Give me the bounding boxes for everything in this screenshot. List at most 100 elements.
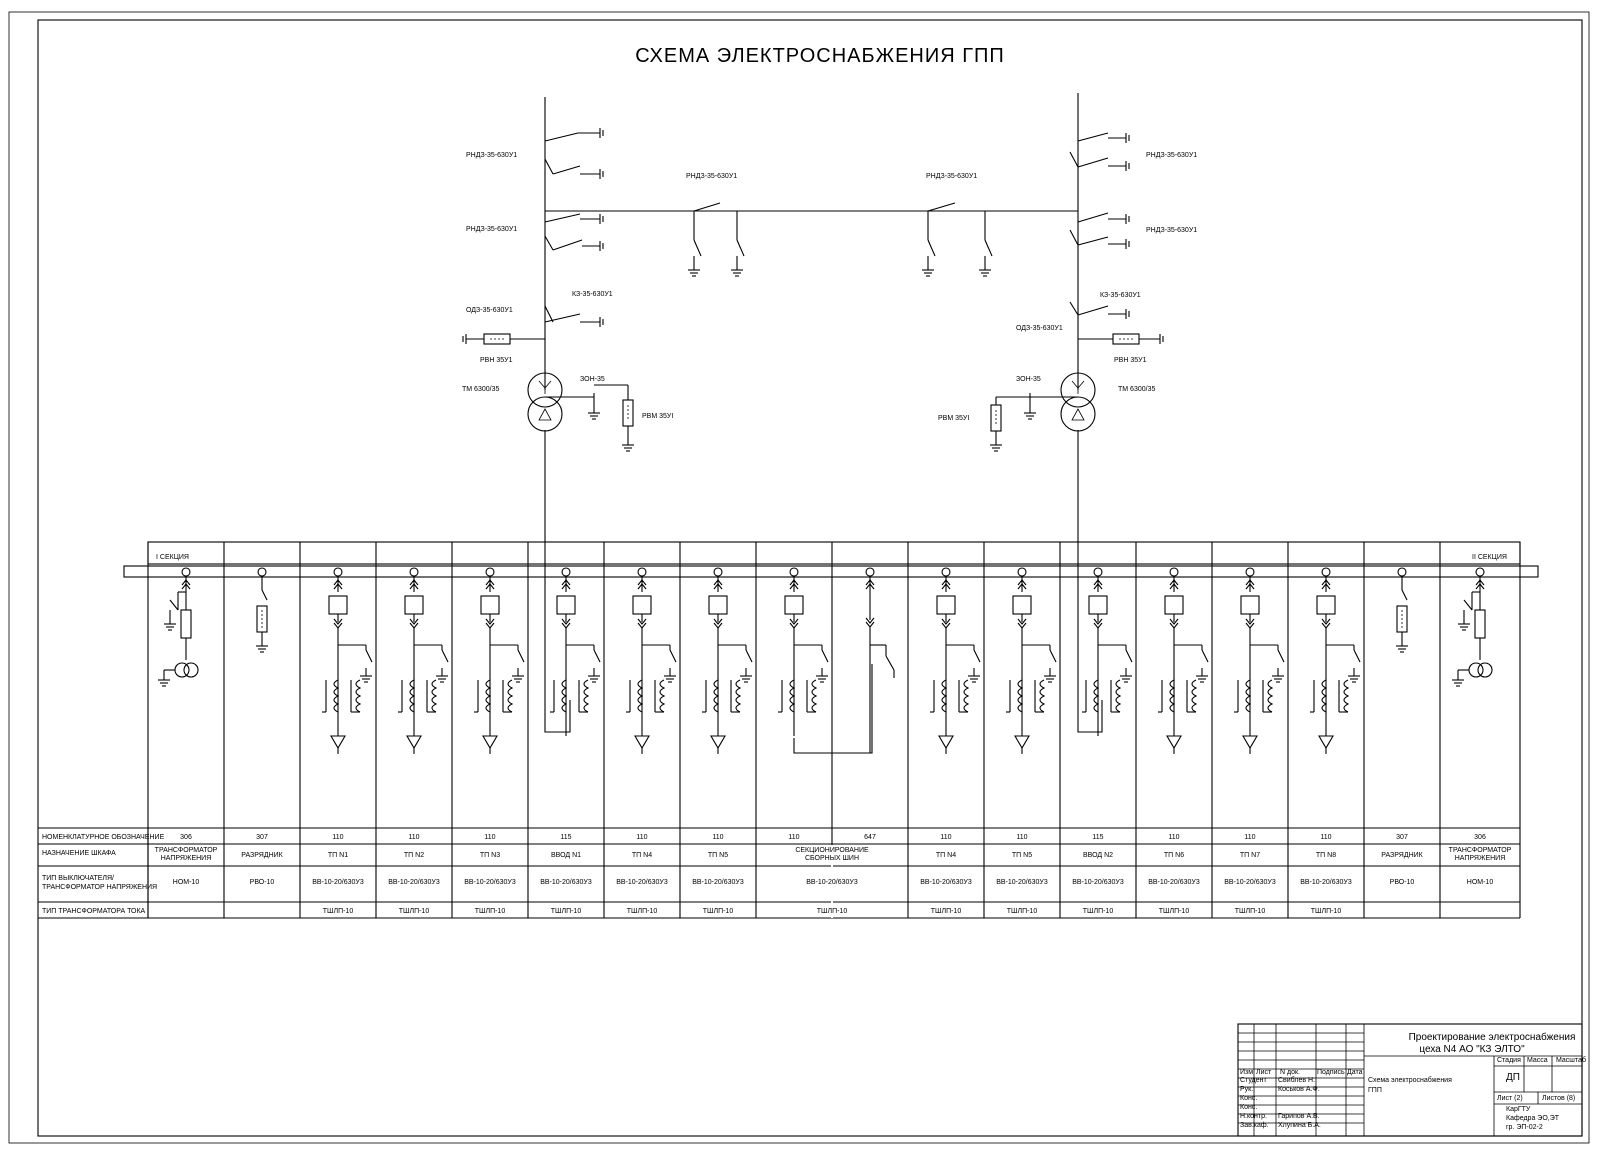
stamp-project-title-1: Проектирование электроснабжения [1409, 1031, 1576, 1043]
od-kz-right [1069, 301, 1164, 345]
purpose-cell: РАЗРЯДНИК [241, 852, 283, 859]
breaker-cell: ВВ-10-20/630У3 [1224, 879, 1276, 886]
purpose-cell: СБОРНЫХ ШИН [805, 855, 859, 862]
bridge-disconnector-left [688, 202, 745, 277]
stamp-name-zavkaf: Хлупина Б.А. [1278, 1122, 1321, 1129]
breaker-cell: ВВ-10-20/630У3 [1148, 879, 1200, 886]
nomenclature-cell: 115 [560, 834, 571, 841]
label-rnd-right-lower: РНДЗ-35-630У1 [1146, 227, 1197, 234]
stamp-col-izm: Изм [1240, 1069, 1253, 1076]
breaker-cell: ВВ-10-20/630У3 [920, 879, 972, 886]
purpose-cell: ТП N2 [404, 852, 424, 859]
ct-cell: ТШЛП-10 [399, 908, 430, 915]
purpose-cell: ТРАНСФОРМАТОР [155, 847, 218, 854]
cell-8-symbol [702, 567, 753, 754]
cell-15-symbol [1234, 567, 1285, 754]
cell-1-symbol [158, 567, 199, 687]
purpose-cell: ТП N7 [1240, 852, 1260, 859]
stamp-role-ruk: Рук. [1240, 1086, 1253, 1093]
label-od-right: ОДЗ-35-630У1 [1016, 325, 1063, 332]
stamp-sheet-no: Лист (2) [1497, 1095, 1523, 1102]
purpose-cell: НАПРЯЖЕНИЯ [161, 855, 212, 862]
row-header: ТИП ВЫКЛЮЧАТЕЛЯ/ [42, 875, 114, 882]
breaker-cell: НОМ-10 [1467, 879, 1494, 886]
cell-6-symbol [550, 567, 601, 736]
purpose-cell: СЕКЦИОНИРОВАНИЕ [795, 847, 869, 854]
stamp-org-2: Кафедра ЭО,ЭТ [1506, 1115, 1560, 1122]
nomenclature-cell: 110 [712, 834, 723, 841]
label-rnd-bridge-right: РНДЗ-35-630У1 [926, 173, 977, 180]
ct-cell: ТШЛП-10 [1083, 908, 1114, 915]
label-kz-left: КЗ-35-630У1 [572, 291, 613, 298]
title-block: Проектирование электроснабжения цеха N4 … [1237, 1023, 1586, 1137]
label-rnd-right-upper: РНДЗ-35-630У1 [1146, 152, 1197, 159]
breaker-cell: НОМ-10 [173, 879, 200, 886]
label-rvn-left: РВН 35У1 [480, 357, 513, 364]
nomenclature-cell: 110 [636, 834, 647, 841]
cell-4-symbol [398, 567, 449, 754]
nomenclature-cell: 306 [180, 834, 192, 841]
stamp-name-nkontr: Гарипов А.В. [1278, 1113, 1320, 1120]
label-tr-left: ТМ 6300/35 [462, 386, 499, 393]
breaker-cell: ВВ-10-20/630У3 [540, 879, 592, 886]
purpose-cell: ТП N5 [708, 852, 728, 859]
od-kz-left [462, 305, 604, 345]
ct-cell: ТШЛП-10 [817, 908, 848, 915]
purpose-cell: РАЗРЯДНИК [1381, 852, 1423, 859]
section-2-label: II СЕКЦИЯ [1472, 554, 1507, 561]
purpose-cell: ТП N4 [936, 852, 956, 859]
breaker-cell: ВВ-10-20/630У3 [996, 879, 1048, 886]
row-header: ТИП ТРАНСФОРМАТОРА ТОКА [42, 908, 146, 915]
stamp-org-1: КарГТУ [1506, 1106, 1531, 1113]
bridge-disconnector-right [922, 202, 993, 277]
nomenclature-cell: 307 [256, 834, 268, 841]
cell-9-symbol [778, 567, 829, 736]
ct-cell: ТШЛП-10 [551, 908, 582, 915]
cell-symbols [158, 567, 1493, 754]
purpose-cell: ТРАНСФОРМАТОР [1449, 847, 1512, 854]
breaker-cell: РВО-10 [250, 879, 275, 886]
label-rnd-bridge-left: РНДЗ-35-630У1 [686, 173, 737, 180]
stamp-role-kons1: Конс. [1240, 1095, 1257, 1102]
row-header: НАЗНАЧЕНИЕ ШКАФА [42, 850, 116, 857]
stamp-col-data: Дата [1347, 1069, 1363, 1076]
nomenclature-cell: 110 [1168, 834, 1179, 841]
breaker-cell: ВВ-10-20/630У3 [1300, 879, 1352, 886]
purpose-cell: ТП N1 [328, 852, 348, 859]
transformer-right [990, 372, 1096, 452]
ct-cell: ТШЛП-10 [931, 908, 962, 915]
label-od-left: ОДЗ-35-630У1 [466, 307, 513, 314]
purpose-cell: ТП N6 [1164, 852, 1184, 859]
stamp-role-nkontr: Н.контр. [1240, 1113, 1267, 1120]
cell-10-symbol [865, 567, 895, 753]
nomenclature-cell: 307 [1396, 834, 1408, 841]
stamp-col-podp: Подпись [1317, 1069, 1345, 1076]
nomenclature-cell: 110 [940, 834, 951, 841]
hv-part: РНДЗ-35-630У1 РНДЗ-35-630У1 РНДЗ-35-630У… [462, 93, 1197, 542]
breaker-cell: ВВ-10-20/630У3 [312, 879, 364, 886]
switchgear: I СЕКЦИЯ II СЕКЦИЯ [123, 541, 1539, 918]
stamp-name-ruk: Коськов А.Ф. [1278, 1086, 1320, 1093]
breaker-cell: РВО-10 [1390, 879, 1415, 886]
row-header: ТРАНСФОРМАТОР НАПРЯЖЕНИЯ [42, 884, 157, 891]
breaker-cell: ВВ-10-20/630У3 [464, 879, 516, 886]
label-rvm-right: РВМ 35УI [938, 415, 969, 422]
label-rnd-left-upper: РНДЗ-35-630У1 [466, 152, 517, 159]
stamp-sheet-title-2: ГПП [1368, 1087, 1382, 1094]
breaker-cell: ВВ-10-20/630У3 [388, 879, 440, 886]
label-rvn-right: РВН 35У1 [1114, 357, 1147, 364]
breaker-cell: ВВ-10-20/630У3 [616, 879, 668, 886]
page-title: СХЕМА ЭЛЕКТРОСНАБЖЕНИЯ ГПП [635, 45, 1005, 67]
ct-cell: ТШЛП-10 [1311, 908, 1342, 915]
cell-5-symbol [474, 567, 525, 754]
stamp-col-doc: N док. [1280, 1069, 1300, 1076]
ct-cell: ТШЛП-10 [1007, 908, 1038, 915]
ct-cell: ТШЛП-10 [1235, 908, 1266, 915]
stamp-name-student: Свиблев Н. [1278, 1076, 1315, 1084]
purpose-cell: ТП N4 [632, 852, 652, 859]
ct-cell: ТШЛП-10 [475, 908, 506, 915]
stamp-col-list: Лист [1256, 1069, 1272, 1076]
breaker-cell: ВВ-10-20/630У3 [692, 879, 744, 886]
label-rvm-left: РВМ 35УI [642, 413, 673, 420]
